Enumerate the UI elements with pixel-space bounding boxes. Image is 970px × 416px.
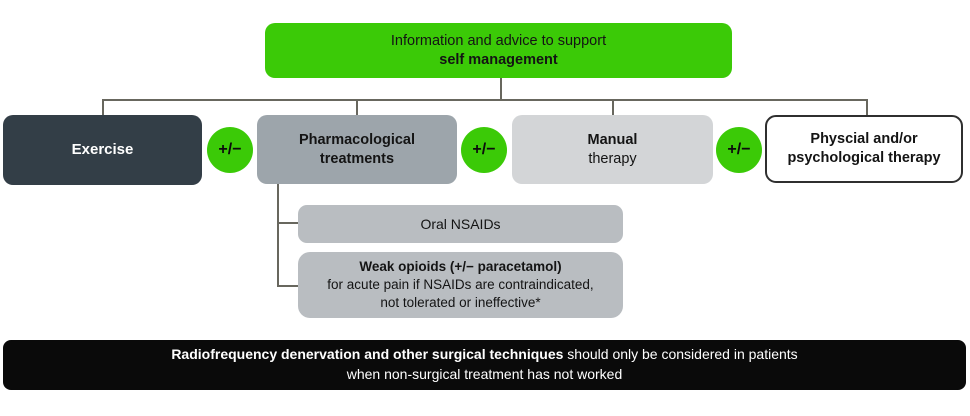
node-pharmacological-line2: treatments	[319, 150, 395, 167]
connector-stub-manual	[612, 99, 614, 115]
plus-minus-badge-3: +/−	[716, 127, 762, 173]
node-manual-line2: therapy	[588, 150, 637, 167]
node-information-advice-line1: Information and advice to support	[390, 32, 607, 49]
connector-pharm-to-weak	[277, 285, 298, 287]
footer-line1-bold: Radiofrequency denervation and other sur…	[171, 346, 564, 363]
connector-pharm-vertical	[277, 184, 279, 287]
node-manual-therapy: Manual therapy	[512, 115, 713, 184]
node-exercise-label: Exercise	[71, 141, 134, 159]
node-oral-nsaids-label: Oral NSAIDs	[420, 215, 501, 232]
node-information-advice-line2: self management	[439, 51, 558, 68]
node-information-advice: Information and advice to support self m…	[265, 23, 732, 78]
footer-line1-rest: should only be considered in patients	[563, 346, 798, 363]
node-manual-line1: Manual	[587, 131, 638, 148]
connector-stub-pharmacological	[356, 99, 358, 115]
plus-minus-label: +/−	[218, 141, 242, 158]
footer-line2: when non-surgical treatment has not work…	[346, 366, 623, 382]
node-physical-psychological-therapy: Physcial and/or psychological therapy	[765, 115, 963, 183]
node-exercise: Exercise	[3, 115, 202, 185]
connector-root-riser	[500, 78, 502, 100]
node-pharmacological-treatments: Pharmacological treatments	[257, 115, 457, 184]
footer-surgical-note: Radiofrequency denervation and other sur…	[3, 340, 966, 390]
plus-minus-badge-1: +/−	[207, 127, 253, 173]
node-weak-opioids-line2: for acute pain if NSAIDs are contraindic…	[327, 276, 594, 292]
footer-line1: Radiofrequency denervation and other sur…	[171, 345, 797, 365]
connector-branch-line	[102, 99, 868, 101]
node-oral-nsaids: Oral NSAIDs	[298, 205, 623, 243]
plus-minus-label: +/−	[472, 141, 496, 158]
node-weak-opioids: Weak opioids (+/− paracetamol) for acute…	[298, 252, 623, 318]
node-physical-line1: Physcial and/or	[810, 131, 918, 148]
plus-minus-badge-2: +/−	[461, 127, 507, 173]
node-physical-line2: psychological therapy	[787, 150, 941, 166]
node-weak-opioids-line3: not tolerated or ineffective*	[380, 295, 541, 311]
node-pharmacological-line1: Pharmacological	[298, 131, 416, 148]
connector-pharm-to-oral	[277, 222, 298, 224]
node-weak-opioids-line1: Weak opioids (+/− paracetamol)	[359, 258, 562, 274]
plus-minus-label: +/−	[727, 141, 751, 158]
connector-stub-exercise	[102, 99, 104, 115]
connector-stub-physical	[866, 99, 868, 115]
